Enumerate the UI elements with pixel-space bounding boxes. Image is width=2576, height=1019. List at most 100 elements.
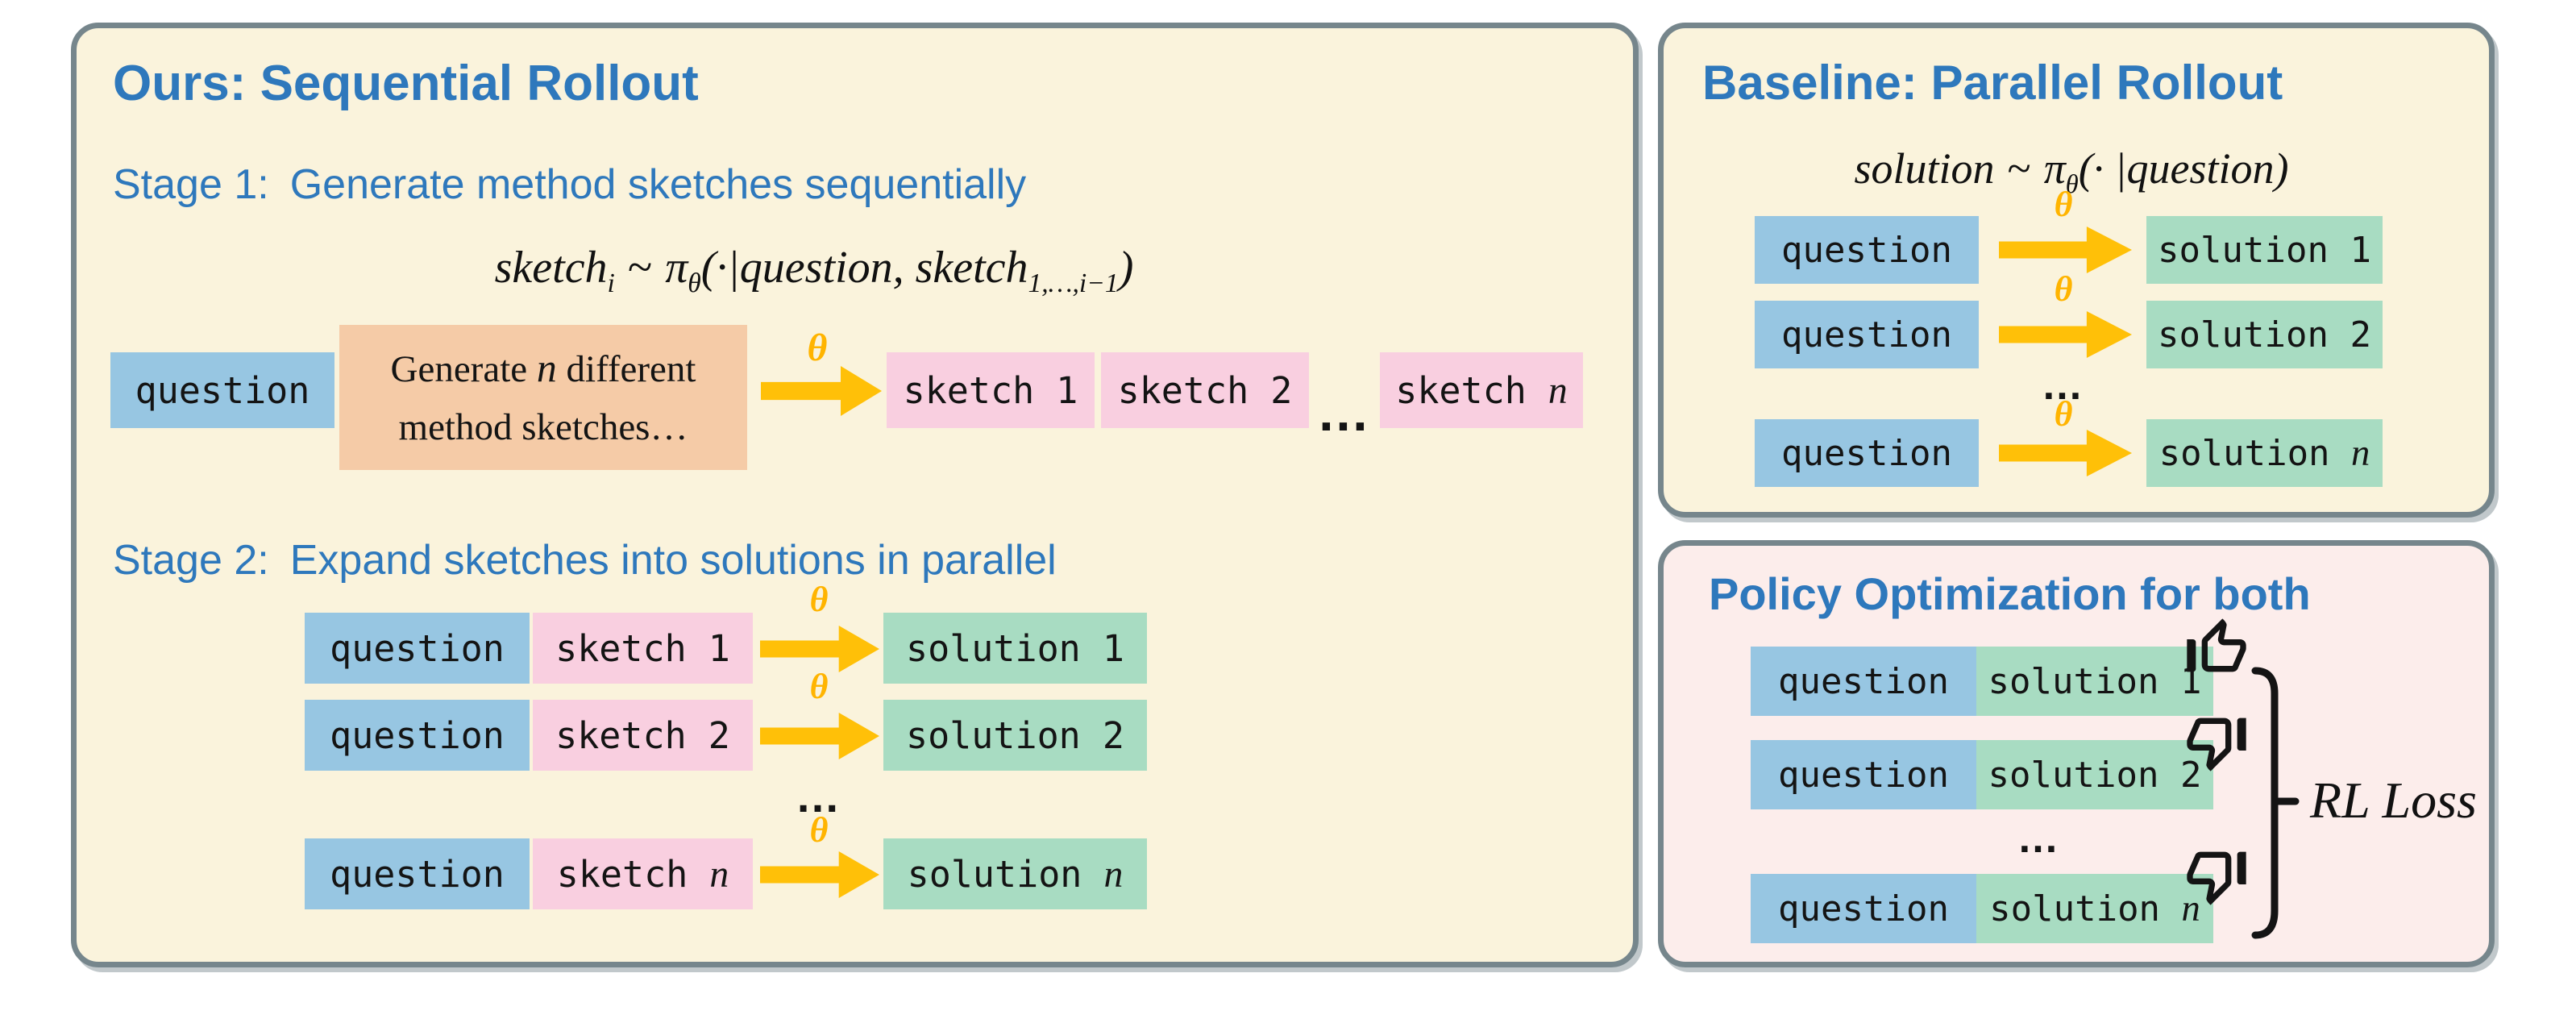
- question-label: question: [1778, 660, 1949, 702]
- solution-label: solution 1: [2158, 229, 2371, 271]
- sketch-label: sketch 2: [1117, 368, 1293, 412]
- formula-sub: 1,…,i−1: [1028, 268, 1119, 299]
- question-box: question: [1755, 216, 1979, 284]
- stage1-label: Stage 1:: [113, 161, 269, 208]
- sketch-label: sketch 1: [903, 368, 1078, 412]
- question-label: question: [135, 368, 310, 412]
- formula-theta-sub: θ: [2065, 169, 2079, 199]
- solution-label: solution 2: [906, 713, 1124, 757]
- formula-paren: ): [2274, 144, 2289, 193]
- stage1-heading-text: Generate method sketches sequentially: [289, 161, 1027, 208]
- thumb-up-icon: [2181, 613, 2252, 684]
- question-box: question: [1755, 419, 1979, 487]
- sketch-box: sketch n: [533, 838, 753, 909]
- formula-term: question: [2126, 144, 2275, 193]
- formula-term: sketch: [915, 243, 1028, 293]
- solution-box: solution n: [2146, 419, 2383, 487]
- sketch-box: sketch 2: [533, 700, 753, 771]
- theta-label: θ: [807, 326, 828, 369]
- question-label: question: [1781, 229, 1952, 271]
- sketch-label: sketch: [556, 852, 710, 896]
- question-box: question: [305, 700, 530, 771]
- formula-comma: ,: [892, 243, 916, 293]
- formula-sub: i: [607, 268, 615, 299]
- thumb-down-icon: [2181, 706, 2252, 777]
- baseline-rollout-title: Baseline: Parallel Rollout: [1702, 56, 2283, 110]
- stage2-heading-text: Expand sketches into solutions in parall…: [289, 537, 1057, 584]
- question-box: question: [110, 352, 334, 428]
- rl-loss-label: RL Loss: [2310, 772, 2477, 829]
- ellipsis-dots: …: [2041, 362, 2086, 409]
- solution-box: solution n: [1976, 874, 2213, 943]
- solution-label: solution 2: [1988, 754, 2202, 796]
- solution-box: solution n: [883, 838, 1147, 909]
- sketch-box: sketch 2: [1101, 352, 1309, 428]
- sequential-rollout-title: Ours: Sequential Rollout: [113, 56, 699, 111]
- formula-paren: (· |: [2078, 144, 2127, 193]
- question-box: question: [1751, 874, 1976, 943]
- sketch-box: sketch 1: [533, 613, 753, 684]
- formula-term: solution: [1854, 144, 1995, 193]
- formula-paren: ): [1118, 243, 1134, 293]
- stage2-label: Stage 2:: [113, 537, 269, 584]
- formula-term: question: [739, 243, 893, 293]
- stage1-formula: sketchi~πθ(·|question, sketch1,…,i−1): [339, 242, 1290, 297]
- theta-label: θ: [2054, 394, 2073, 434]
- solution-n-var: n: [2181, 888, 2200, 930]
- formula-tilde: ~: [2007, 144, 2031, 193]
- formula-theta-sub: θ: [688, 268, 701, 299]
- solution-box: solution 2: [2146, 301, 2383, 368]
- sketch-label: sketch 1: [555, 626, 730, 670]
- prompt-n-var: n: [536, 346, 557, 391]
- baseline-formula: solution~πθ(· |question): [1701, 143, 2442, 198]
- ellipsis-dots: …: [795, 771, 843, 821]
- solution-label: solution: [2158, 432, 2352, 474]
- sketch-n-var: n: [709, 852, 729, 896]
- ellipsis-dots: …: [1316, 382, 1373, 442]
- solution-box: solution 2: [1976, 740, 2213, 809]
- question-label: question: [1781, 432, 1952, 474]
- formula-term: sketch: [494, 243, 608, 293]
- prompt-line1: Generate n different: [390, 346, 696, 391]
- theta-label: θ: [809, 810, 829, 850]
- solution-box: solution 2: [883, 700, 1147, 771]
- sketch-label: sketch: [1395, 368, 1548, 412]
- formula-paren: (·|: [700, 243, 740, 293]
- question-label: question: [330, 852, 505, 896]
- sequential-rollout-panel: [71, 23, 1639, 967]
- theta-label: θ: [809, 667, 829, 706]
- question-label: question: [1778, 754, 1949, 796]
- question-box: question: [1751, 647, 1976, 716]
- stage1-heading: Stage 1: Generate method sketches sequent…: [113, 161, 1026, 210]
- question-label: question: [1778, 888, 1949, 930]
- policy-optimization-title: Policy Optimization for both: [1709, 568, 2311, 619]
- sketch-label: sketch 2: [555, 713, 730, 757]
- ellipsis-dots: …: [2017, 815, 2062, 862]
- prompt-line2: method sketches…: [398, 406, 688, 449]
- solution-box: solution 1: [1976, 647, 2213, 716]
- solution-n-var: n: [2351, 432, 2370, 474]
- solution-label: solution 2: [2158, 314, 2371, 356]
- formula-pi: π: [2043, 144, 2066, 193]
- question-box: question: [305, 613, 530, 684]
- question-label: question: [330, 713, 505, 757]
- solution-box: solution 1: [883, 613, 1147, 684]
- formula-tilde: ~: [627, 243, 653, 293]
- question-label: question: [1781, 314, 1952, 356]
- solution-label: solution 1: [906, 626, 1124, 670]
- sketch-box: sketch n: [1380, 352, 1583, 428]
- generate-prompt-box: Generate n different method sketches…: [339, 325, 747, 470]
- question-box: question: [305, 838, 530, 909]
- solution-n-var: n: [1103, 852, 1124, 896]
- solution-box: solution 1: [2146, 216, 2383, 284]
- theta-label: θ: [2054, 185, 2073, 224]
- question-label: question: [330, 626, 505, 670]
- question-box: question: [1751, 740, 1976, 809]
- thumb-down-icon: [2181, 840, 2252, 911]
- sketch-box: sketch 1: [887, 352, 1095, 428]
- solution-label: solution 1: [1988, 660, 2202, 702]
- theta-label: θ: [2054, 269, 2073, 309]
- stage2-heading: Stage 2: Expand sketches into solutions i…: [113, 537, 1057, 585]
- sketch-n-var: n: [1548, 368, 1568, 412]
